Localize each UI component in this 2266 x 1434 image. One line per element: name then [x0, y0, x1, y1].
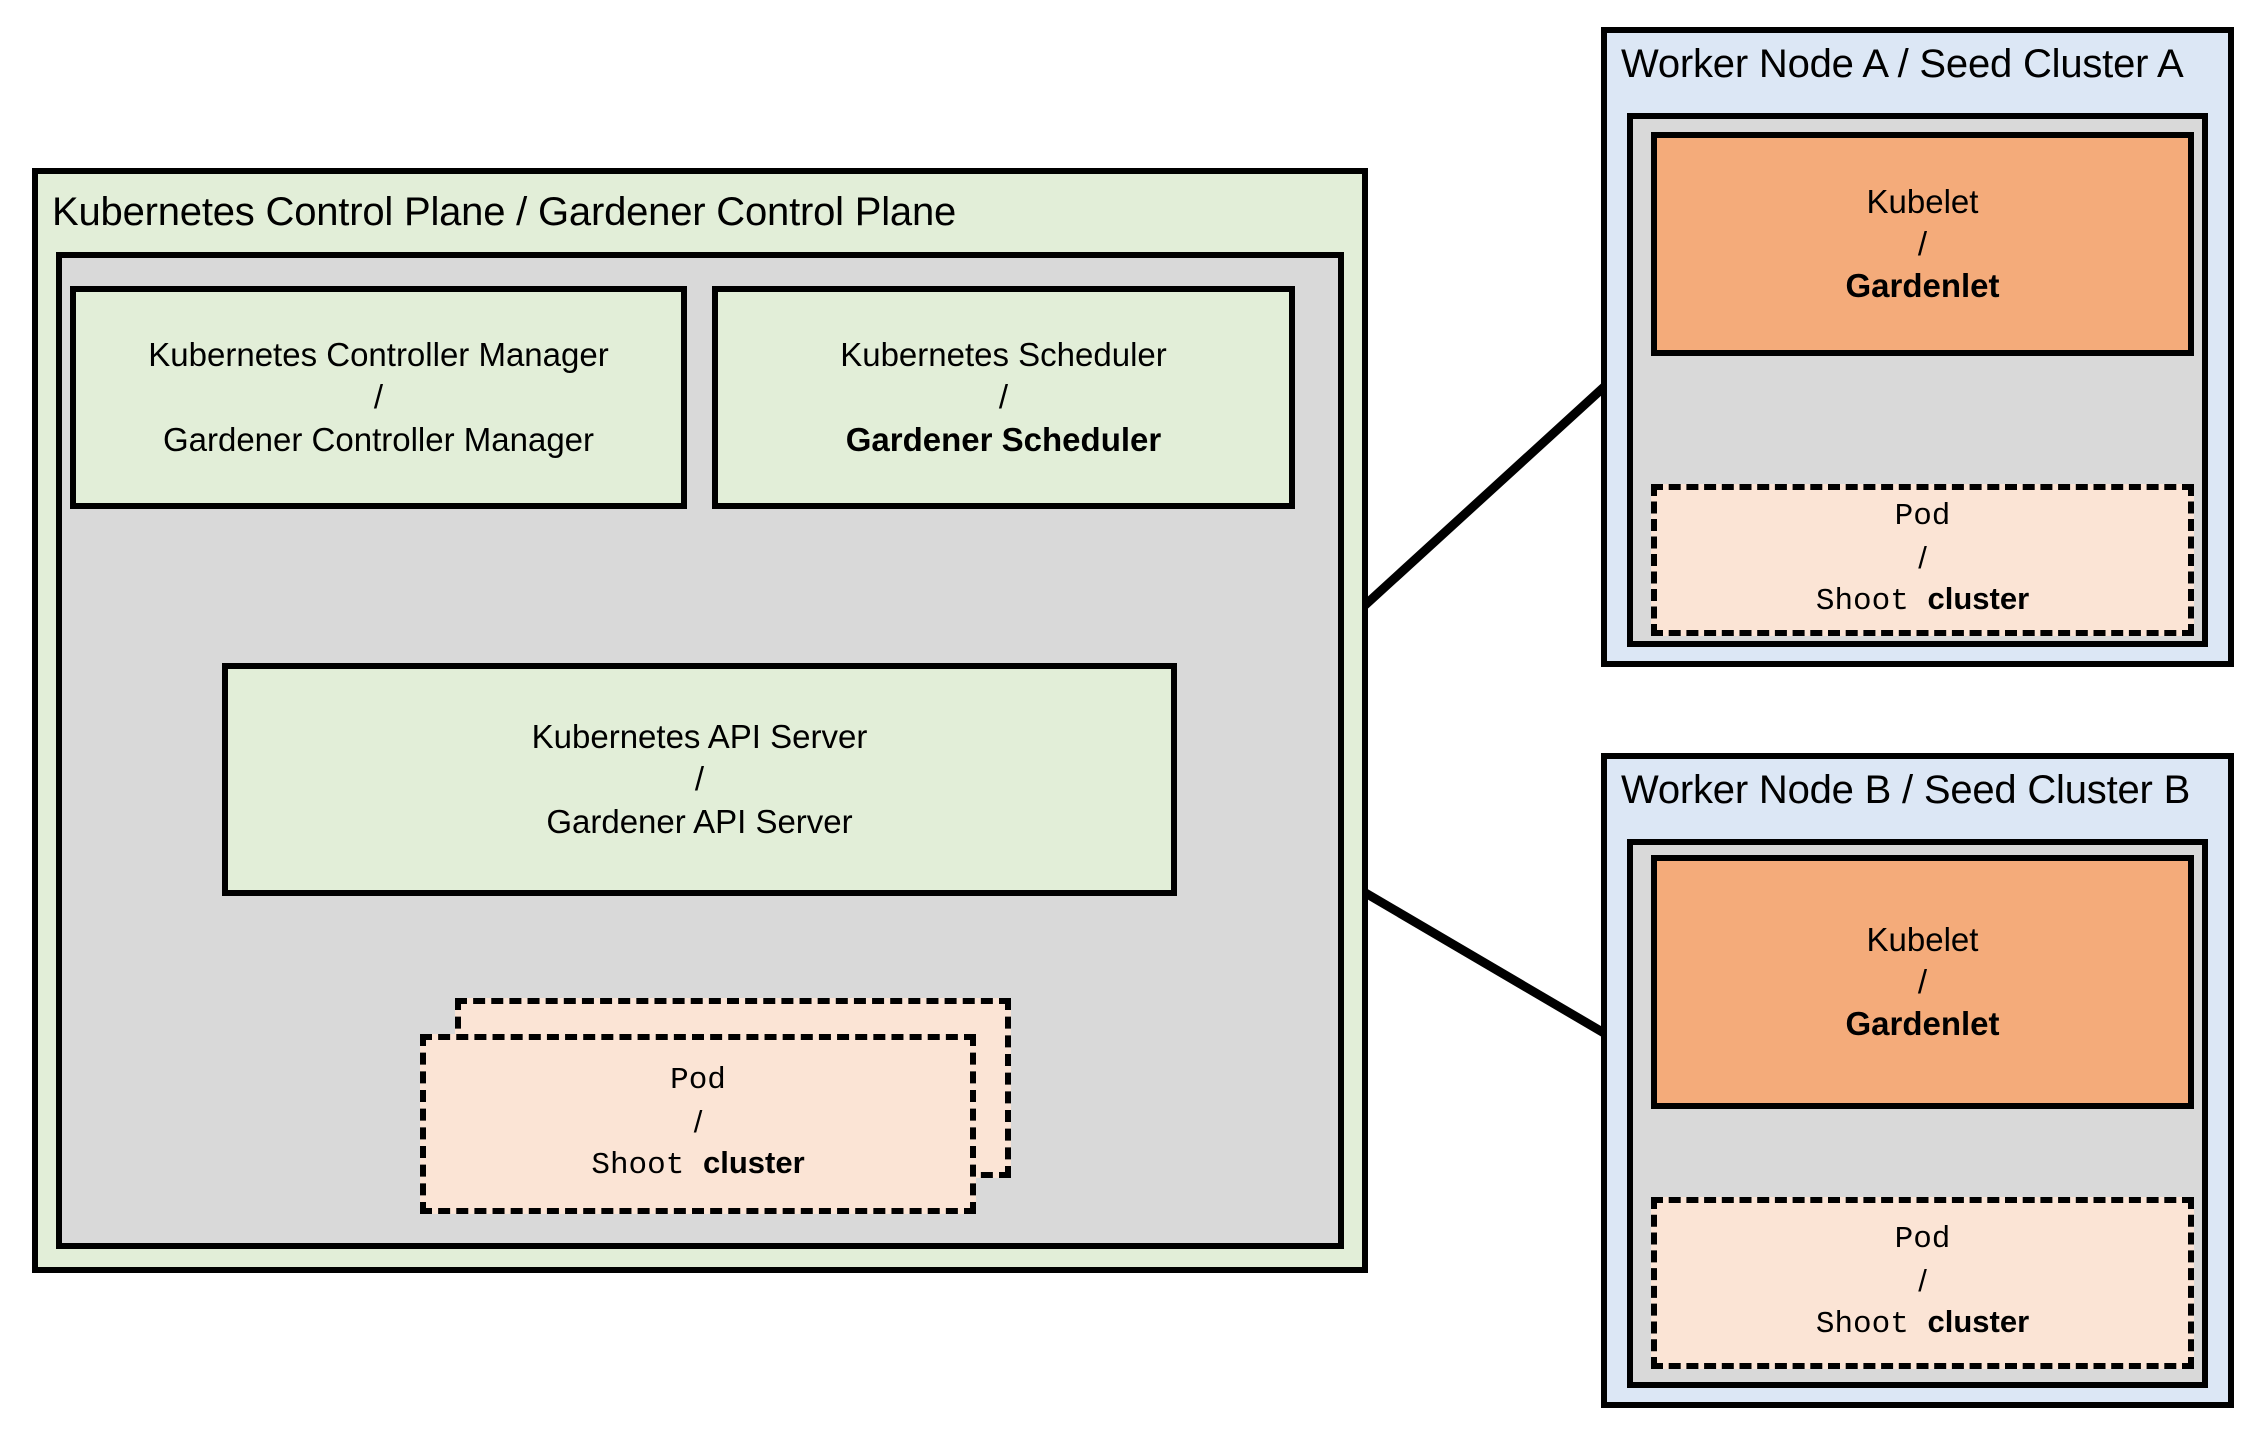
control-plane-pod-cluster-word: cluster	[702, 1144, 805, 1180]
controller-manager-line1: Kubernetes Controller Manager	[148, 336, 609, 374]
worker-node-b-title: Worker Node B / Seed Cluster B	[1621, 768, 2191, 812]
pod-b-separator: /	[1918, 1263, 1927, 1299]
pod-b-shoot-word: Shoot	[1815, 1306, 1909, 1342]
scheduler-line2: Gardener Scheduler	[845, 420, 1162, 458]
pod-b-box[interactable]: Pod / Shoot cluster	[1651, 1197, 2194, 1369]
api-server-line1: Kubernetes API Server	[531, 718, 868, 756]
kubelet-b-line2: Gardenlet	[1845, 1005, 2000, 1043]
pod-a-box[interactable]: Pod / Shoot cluster	[1651, 484, 2194, 636]
control-plane-pod-shoot-word: Shoot	[591, 1147, 685, 1183]
pod-a-cluster-word: cluster	[1927, 580, 2030, 616]
kubelet-a-line2: Gardenlet	[1845, 267, 2000, 305]
kubelet-b-box[interactable]: Kubelet / Gardenlet	[1651, 855, 2194, 1109]
kubelet-a-line1: Kubelet	[1866, 182, 1979, 220]
api-server-line2: Gardener API Server	[546, 802, 853, 840]
controller-manager-line2: Gardener Controller Manager	[162, 420, 595, 458]
api-server-box[interactable]: Kubernetes API Server / Gardener API Ser…	[222, 663, 1177, 896]
scheduler-separator: /	[998, 378, 1009, 416]
controller-manager-box[interactable]: Kubernetes Controller Manager / Gardener…	[70, 286, 687, 509]
control-plane-pod-box[interactable]: Pod / Shoot cluster	[420, 1034, 976, 1214]
control-plane-pod-line1: Pod	[670, 1063, 726, 1099]
worker-node-a-title: Worker Node A / Seed Cluster A	[1621, 42, 2184, 86]
pod-b-line1: Pod	[1894, 1222, 1951, 1258]
kubelet-a-box[interactable]: Kubelet / Gardenlet	[1651, 132, 2194, 356]
scheduler-box[interactable]: Kubernetes Scheduler / Gardener Schedule…	[712, 286, 1295, 509]
kubelet-b-separator: /	[1917, 962, 1928, 1000]
kubelet-a-separator: /	[1917, 224, 1928, 262]
api-server-separator: /	[694, 760, 705, 798]
pod-a-line2: Shoot cluster	[1816, 579, 2029, 623]
control-plane-pod-line2: Shoot cluster	[591, 1143, 804, 1187]
control-plane-pod-separator: /	[693, 1104, 703, 1140]
control-plane-title: Kubernetes Control Plane / Gardener Cont…	[52, 190, 957, 234]
pod-a-separator: /	[1918, 540, 1927, 576]
controller-manager-separator: /	[373, 378, 384, 416]
kubelet-b-line1: Kubelet	[1866, 920, 1979, 958]
pod-a-shoot-word: Shoot	[1815, 583, 1909, 619]
pod-a-line1: Pod	[1894, 499, 1951, 535]
scheduler-line1: Kubernetes Scheduler	[840, 336, 1167, 374]
pod-b-line2: Shoot cluster	[1816, 1302, 2029, 1346]
pod-b-cluster-word: cluster	[1927, 1303, 2030, 1339]
